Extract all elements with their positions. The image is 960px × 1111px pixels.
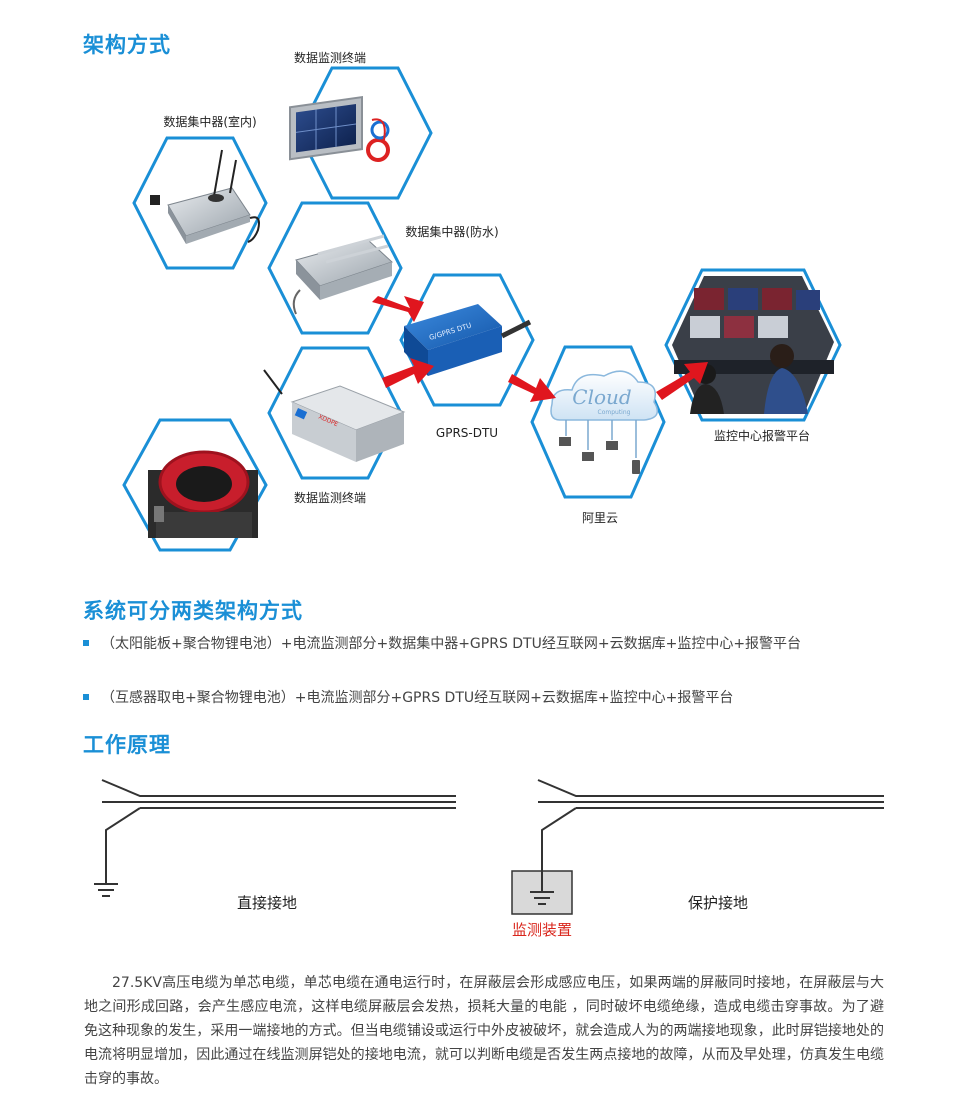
arrow-cloud-to-center [656,362,708,400]
hex-aliyun: Cloud Computing 阿里云 [530,345,666,525]
computer-icon [606,441,618,450]
protected-ground-diagram [530,779,884,903]
hex-monitor-terminal-top: 数据监测终端 [289,50,433,200]
principle-paragraph: 27.5KV高压电缆为单芯电缆，单芯电缆在通电运行时，在屏蔽层会形成感应电压，如… [84,975,884,1087]
system-type-text: （互感器取电+聚合物锂电池）+电流监测部分+GPRS DTU经互联网+云数据库+… [101,690,734,706]
arrow-dtu-to-cloud [508,374,556,402]
grounding-diagram: 直接接地 监测装置 保护接地 [94,779,884,939]
cloud-subtext: Computing [598,409,631,416]
system-type-item: （互感器取电+聚合物锂电池）+电流监测部分+GPRS DTU经互联网+云数据库+… [83,687,733,707]
label-monitor-device: 监测装置 [512,921,572,939]
laptop-icon [582,452,594,461]
arrow-terminal-to-dtu [382,358,434,388]
label-aliyun: 阿里云 [582,511,618,525]
hex-gprs-dtu: G/GPRS DTU GPRS-DTU [399,273,535,440]
label-protected-ground: 保护接地 [688,894,748,912]
arrow-concentrator-to-dtu [372,296,424,322]
cloud-computing-image: Cloud Computing [550,370,659,474]
concentrator-indoor-image [150,149,260,244]
label-concentrator-indoor: 数据集中器(室内) [163,114,256,129]
architecture-diagram: 数据监测终端 数据集中器(室内) 数据集中器(防水) [122,50,842,552]
system-types-title: 系统可分两类架构方式 [83,599,303,623]
hex-concentrator-waterproof: 数据集中器(防水) [267,201,499,335]
current-transformer-image [148,450,258,538]
phone-icon [632,460,640,474]
monitor-terminal-bottom-image: XDDPE [263,369,406,462]
system-type-item: （太阳能板+聚合物锂电池）+电流监测部分+数据集中器+GPRS DTU经互联网+… [83,633,801,653]
hex-concentrator-indoor: 数据集中器(室内) [132,114,268,270]
solar-terminal-image [289,95,390,162]
cloud-text: Cloud [572,385,631,409]
system-type-text: （太阳能板+聚合物锂电池）+电流监测部分+数据集中器+GPRS DTU经互联网+… [101,636,802,652]
bullet-square-icon [83,694,89,700]
monitor-center-image [672,276,834,414]
hex-current-transformer [122,418,268,552]
hex-monitor-center: 监控中心报警平台 [664,268,842,443]
label-monitor-terminal-top: 数据监测终端 [294,50,366,65]
direct-ground-diagram [94,779,456,897]
concentrator-waterproof-image [292,234,393,315]
label-monitor-terminal-bottom: 数据监测终端 [294,490,366,505]
principle-title: 工作原理 [83,733,171,757]
label-direct-ground: 直接接地 [237,894,297,912]
label-gprs-dtu: GPRS-DTU [436,426,498,440]
architecture-title: 架构方式 [83,33,171,57]
label-concentrator-waterproof: 数据集中器(防水) [405,224,498,239]
computer-icon [559,437,571,446]
bullet-square-icon [83,640,89,646]
label-monitor-center: 监控中心报警平台 [714,428,810,443]
hex-monitor-terminal-bottom: XDDPE 数据监测终端 [263,346,406,505]
